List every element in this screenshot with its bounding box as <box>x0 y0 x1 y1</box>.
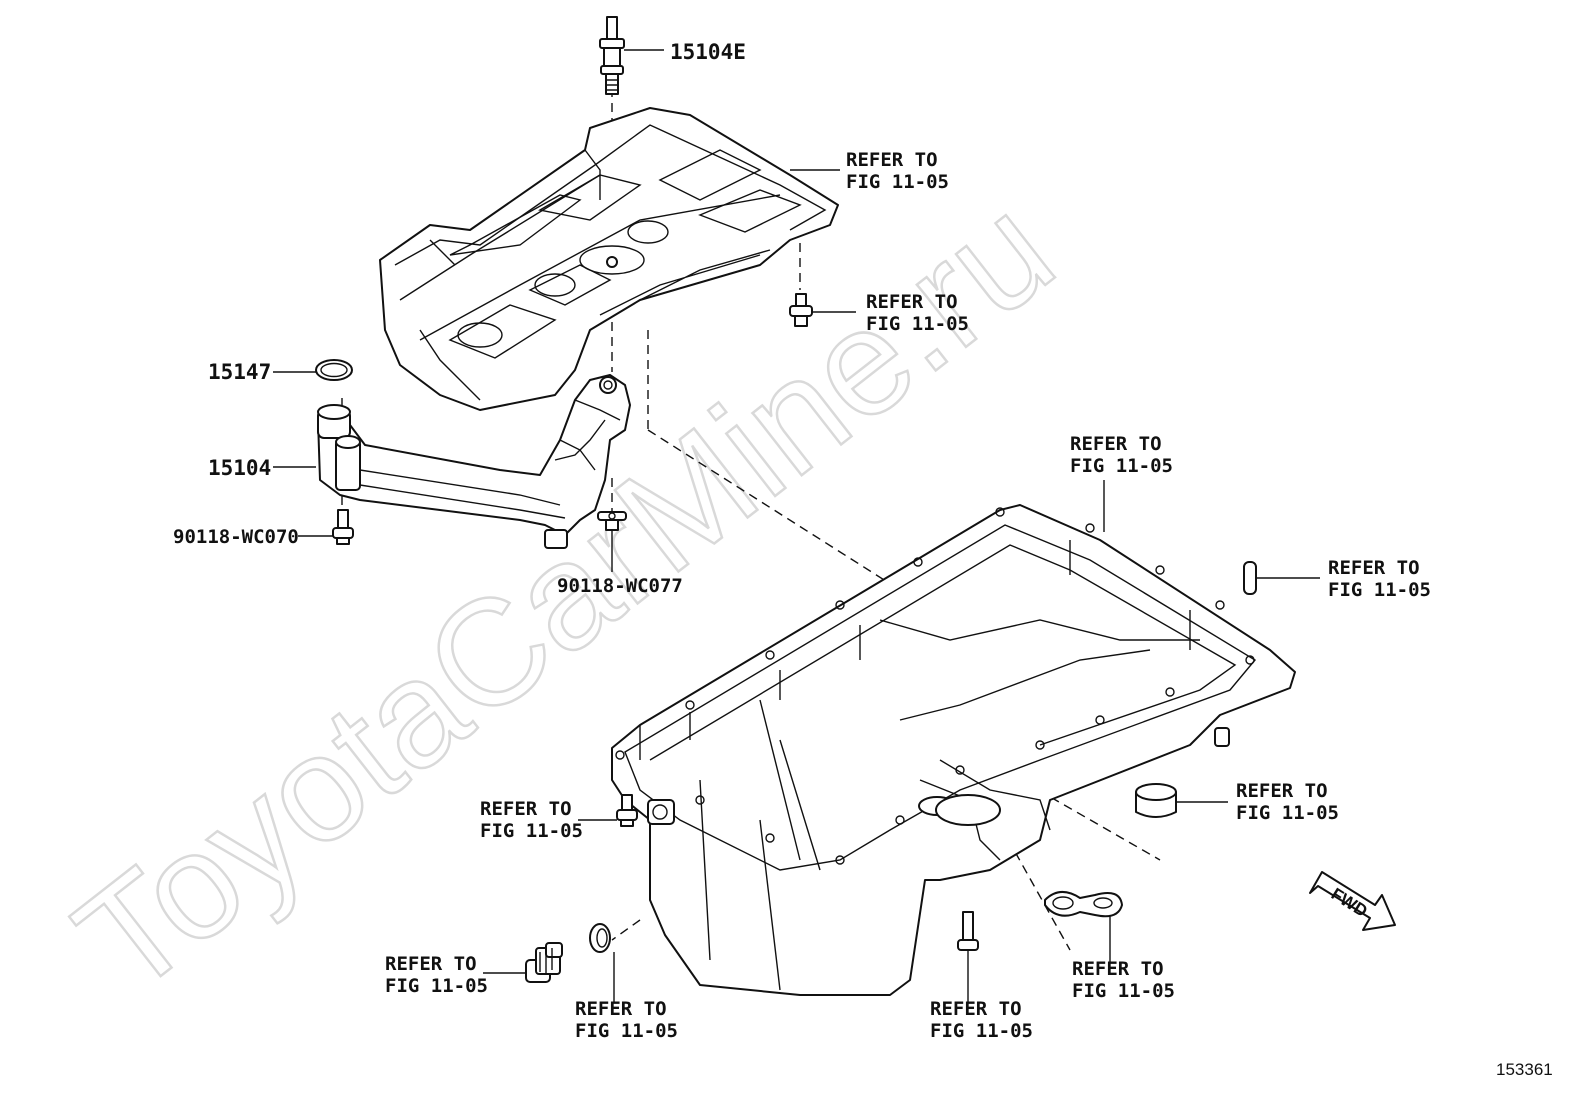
callout-15104e: 15104E <box>670 40 746 64</box>
baffle-plate <box>379 107 839 411</box>
bolt-baffle-right <box>789 293 813 327</box>
refer-callout-pan-bolt: REFER TO FIG 11-05 <box>480 798 583 842</box>
svg-text:FIG 11-05: FIG 11-05 <box>930 1020 1033 1042</box>
refer-callout-bottom-bolt: REFER TO FIG 11-05 <box>930 998 1033 1042</box>
drain-plug <box>525 942 563 983</box>
gasket-double <box>1044 891 1123 918</box>
bolt-90118-wc077 <box>597 511 627 531</box>
callout-90118-wc070: 90118-WC070 <box>173 526 299 548</box>
drain-washer <box>589 923 611 953</box>
bolt-pan-left <box>616 794 638 827</box>
oil-pan <box>611 504 1296 996</box>
refer-callout-baffle: REFER TO FIG 11-05 <box>846 149 949 193</box>
refer-callout-washer: REFER TO FIG 11-05 <box>575 998 678 1042</box>
svg-text:REFER TO: REFER TO <box>866 291 958 313</box>
refer-callout-ring: REFER TO FIG 11-05 <box>1236 780 1339 824</box>
refer-callout-baffle-bolt: REFER TO FIG 11-05 <box>866 291 969 335</box>
dowel-pin <box>1243 561 1257 595</box>
svg-text:REFER TO: REFER TO <box>1072 958 1164 980</box>
svg-text:FIG 11-05: FIG 11-05 <box>1072 980 1175 1002</box>
callout-15147: 15147 <box>208 360 271 384</box>
svg-text:FIG 11-05: FIG 11-05 <box>1070 455 1173 477</box>
callout-15104: 15104 <box>208 456 271 480</box>
svg-text:FIG 11-05: FIG 11-05 <box>866 313 969 335</box>
svg-text:REFER TO: REFER TO <box>385 953 477 975</box>
bolt-pan-bottom <box>957 911 979 951</box>
refer-callout-drain-plug: REFER TO FIG 11-05 <box>385 953 488 997</box>
refer-callout-pan: REFER TO FIG 11-05 <box>1070 433 1173 477</box>
bolt-90118-wc070 <box>332 509 354 545</box>
bolt-15104e <box>599 16 625 95</box>
refer-callout-gasket: REFER TO FIG 11-05 <box>1072 958 1175 1002</box>
refer-callout-dowel: REFER TO FIG 11-05 <box>1328 557 1431 601</box>
svg-text:REFER TO: REFER TO <box>1070 433 1162 455</box>
svg-text:FIG 11-05: FIG 11-05 <box>385 975 488 997</box>
callout-90118-wc077: 90118-WC077 <box>557 575 683 597</box>
svg-text:REFER TO: REFER TO <box>480 798 572 820</box>
figure-number: 153361 <box>1496 1060 1553 1079</box>
gasket-15147 <box>315 359 353 381</box>
fwd-arrow-icon: FWD <box>1309 871 1396 931</box>
svg-text:FIG 11-05: FIG 11-05 <box>1328 579 1431 601</box>
leader-lines <box>273 49 1320 1002</box>
svg-text:FIG 11-05: FIG 11-05 <box>575 1020 678 1042</box>
svg-text:REFER TO: REFER TO <box>930 998 1022 1020</box>
svg-text:FIG 11-05: FIG 11-05 <box>480 820 583 842</box>
oil-strainer-15104 <box>317 374 631 549</box>
svg-text:REFER TO: REFER TO <box>846 149 938 171</box>
svg-text:REFER TO: REFER TO <box>1236 780 1328 802</box>
svg-text:FIG 11-05: FIG 11-05 <box>1236 802 1339 824</box>
svg-text:REFER TO: REFER TO <box>1328 557 1420 579</box>
svg-text:REFER TO: REFER TO <box>575 998 667 1020</box>
ring-bushing <box>1135 783 1177 818</box>
svg-text:FIG 11-05: FIG 11-05 <box>846 171 949 193</box>
